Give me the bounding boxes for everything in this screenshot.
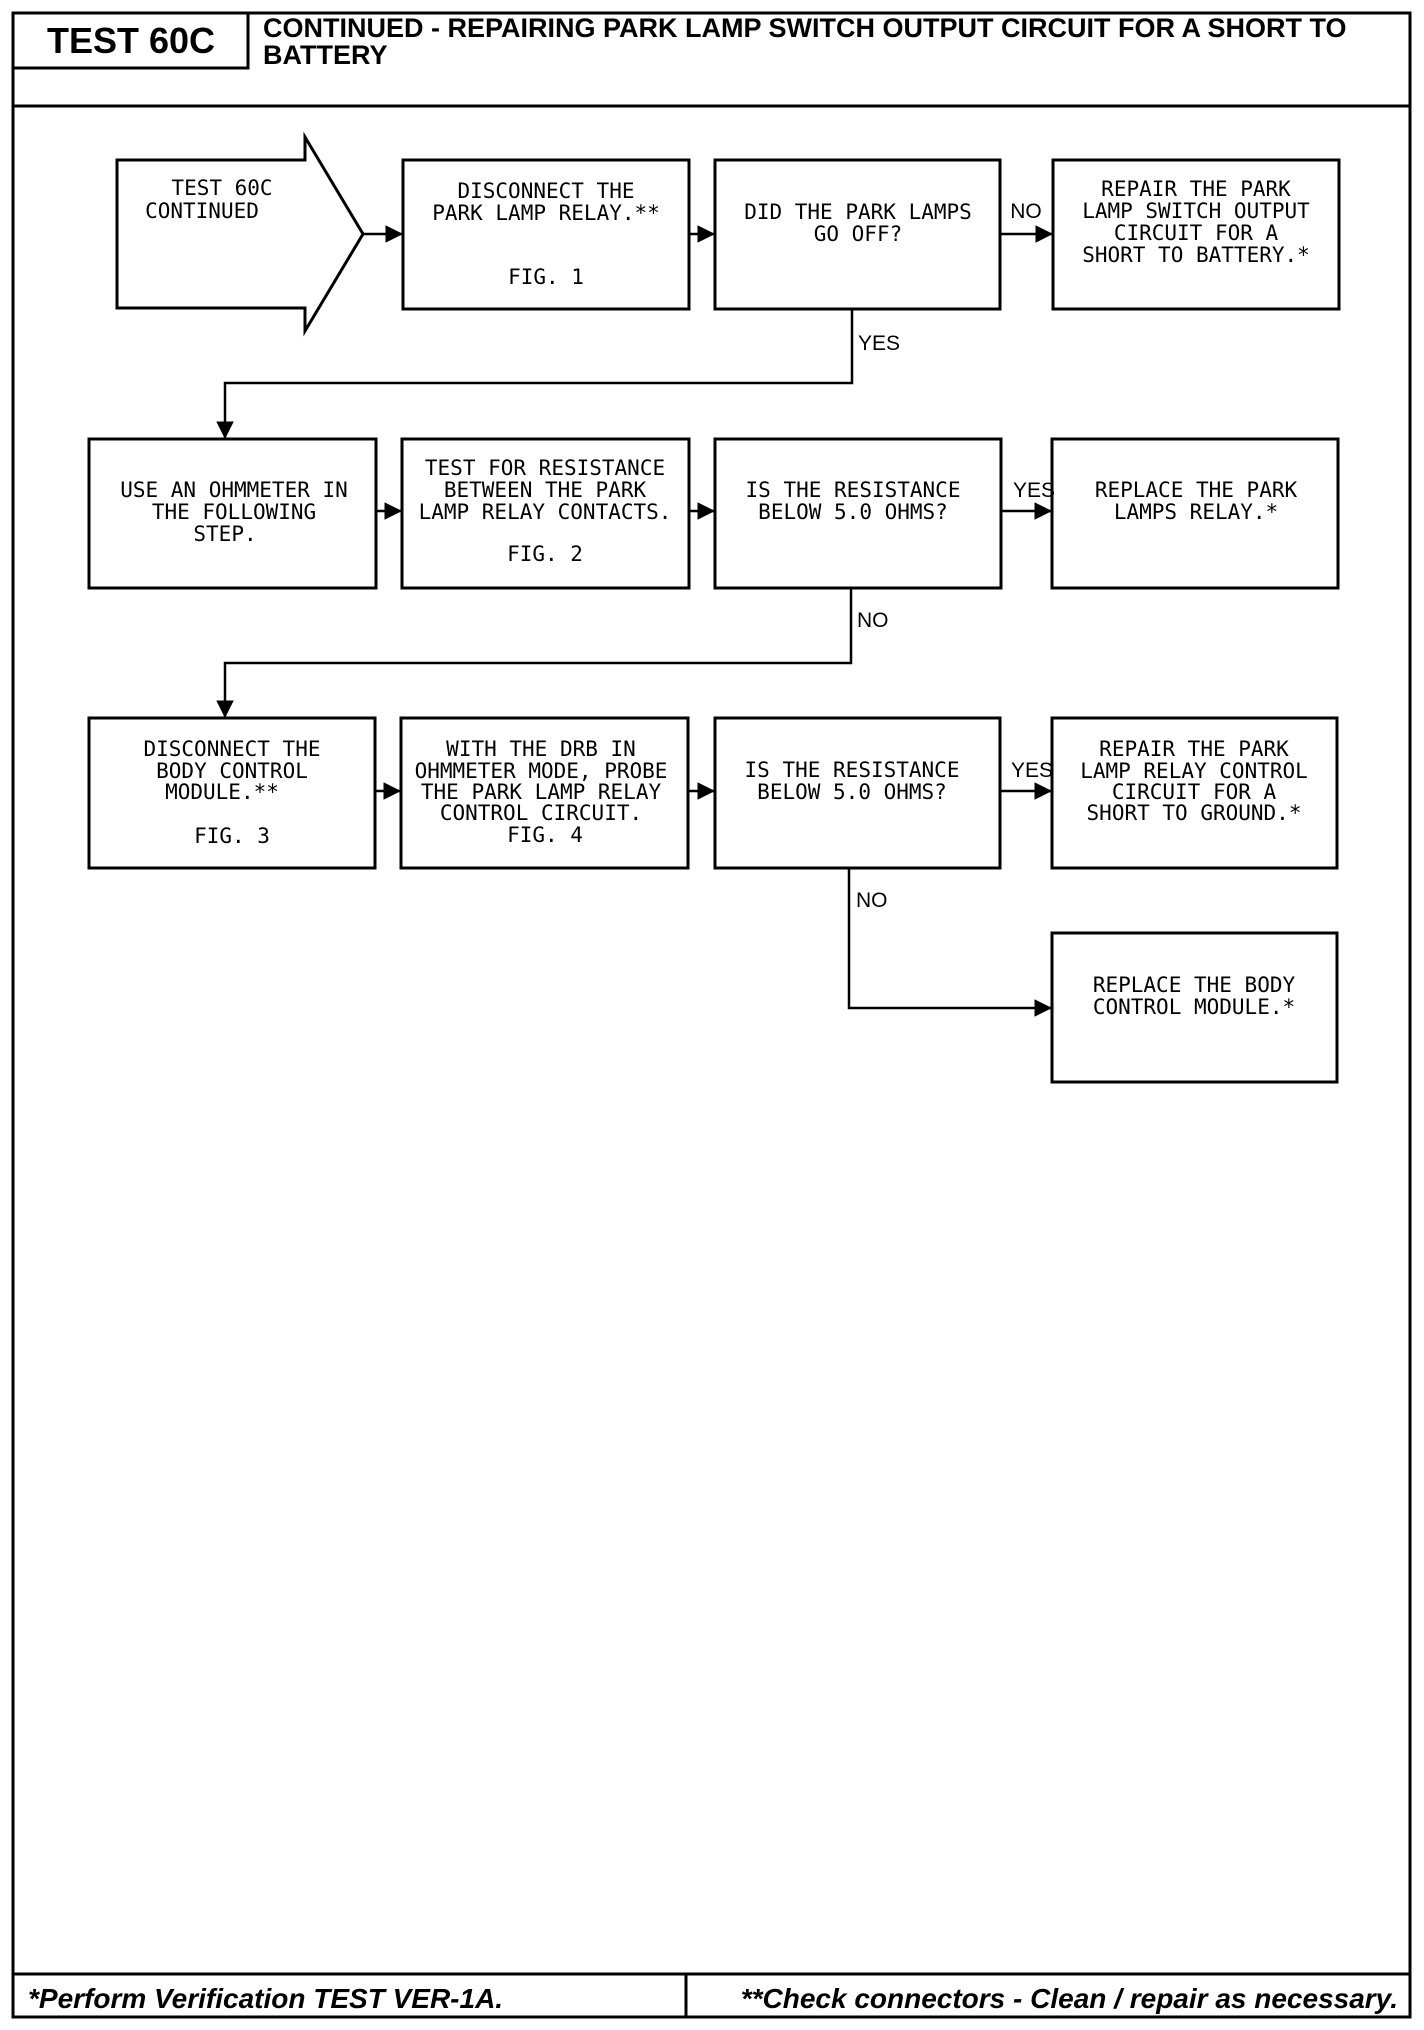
step-replace-relay xyxy=(1050,437,1340,590)
step-test-relay-contacts xyxy=(400,437,691,590)
svg-text:CIRCUIT FOR A: CIRCUIT FOR A xyxy=(1114,221,1279,245)
edge-q1-yes xyxy=(216,309,854,439)
svg-text:LAMP SWITCH OUTPUT: LAMP SWITCH OUTPUT xyxy=(1082,199,1310,223)
svg-text:BELOW 5.0 OHMS?: BELOW 5.0 OHMS? xyxy=(757,780,947,804)
step-replace-relay-text: REPLACE THE PARK LAMPS RELAY.* xyxy=(1095,478,1298,524)
svg-text:IS THE RESISTANCE: IS THE RESISTANCE xyxy=(746,478,961,502)
svg-text:REPAIR THE PARK: REPAIR THE PARK xyxy=(1101,177,1291,201)
edge-label-q3-yes: YES xyxy=(1011,759,1053,782)
edge-label-q1-no: NO xyxy=(1010,200,1042,223)
step-use-ohmmeter xyxy=(87,437,378,590)
svg-text:CONTROL MODULE.*: CONTROL MODULE.* xyxy=(1093,995,1295,1019)
svg-text:CIRCUIT FOR A: CIRCUIT FOR A xyxy=(1112,780,1277,804)
step-repair-switch-output-text: REPAIR THE PARK LAMP SWITCH OUTPUT CIRCU… xyxy=(1082,177,1310,267)
svg-text:REPLACE THE PARK: REPLACE THE PARK xyxy=(1095,478,1298,502)
svg-text:CONTROL CIRCUIT.: CONTROL CIRCUIT. xyxy=(440,801,642,825)
svg-text:SHORT TO GROUND.*: SHORT TO GROUND.* xyxy=(1087,801,1302,825)
svg-text:DISCONNECT THE: DISCONNECT THE xyxy=(457,179,634,203)
footer-left-note: *Perform Verification TEST VER-1A. xyxy=(28,1983,503,2014)
svg-text:REPAIR THE PARK: REPAIR THE PARK xyxy=(1099,737,1289,761)
svg-text:STEP.: STEP. xyxy=(193,522,256,546)
step-replace-bcm xyxy=(1050,931,1339,1084)
edge-label-q1-yes: YES xyxy=(858,332,900,355)
svg-text:TEST 60C: TEST 60C xyxy=(171,176,272,200)
svg-text:OHMMETER MODE, PROBE: OHMMETER MODE, PROBE xyxy=(415,759,668,783)
step-start-text: TEST 60C CONTINUED xyxy=(145,176,272,223)
step-repair-control-ground xyxy=(1050,716,1339,870)
svg-text:GO OFF?: GO OFF? xyxy=(814,222,903,246)
step-use-ohmmeter-text: USE AN OHMMETER IN THE FOLLOWING STEP. xyxy=(120,478,348,546)
svg-text:LAMP RELAY CONTROL: LAMP RELAY CONTROL xyxy=(1080,759,1308,783)
header-title-line-1: CONTINUED - REPAIRING PARK LAMP SWITCH O… xyxy=(263,13,1346,43)
svg-text:LAMPS RELAY.*: LAMPS RELAY.* xyxy=(1114,500,1278,524)
step-replace-bcm-text: REPLACE THE BODY CONTROL MODULE.* xyxy=(1093,973,1296,1019)
edge-q2-no xyxy=(216,588,853,718)
header-test-label: TEST 60C xyxy=(47,20,215,61)
svg-text:DID THE PARK LAMPS: DID THE PARK LAMPS xyxy=(744,200,972,224)
svg-text:BODY CONTROL: BODY CONTROL xyxy=(156,759,308,783)
svg-text:LAMP RELAY CONTACTS.: LAMP RELAY CONTACTS. xyxy=(419,500,672,524)
question-resistance-relay-text: IS THE RESISTANCE BELOW 5.0 OHMS? xyxy=(746,478,961,524)
svg-text:BETWEEN THE PARK: BETWEEN THE PARK xyxy=(444,478,647,502)
edge-q3-no xyxy=(847,868,1052,1017)
footer-right-note: **Check connectors - Clean / repair as n… xyxy=(741,1983,1398,2014)
step-disconnect-relay-text: DISCONNECT THE PARK LAMP RELAY.** FIG. 1 xyxy=(432,179,660,289)
svg-text:FIG. 1: FIG. 1 xyxy=(508,265,584,289)
svg-text:BELOW 5.0 OHMS?: BELOW 5.0 OHMS? xyxy=(758,500,948,524)
step-test-relay-contacts-text: TEST FOR RESISTANCE BETWEEN THE PARK LAM… xyxy=(419,456,672,566)
edge-label-q2-no: NO xyxy=(857,609,889,632)
svg-text:MODULE.**: MODULE.** xyxy=(165,780,279,804)
step-disconnect-bcm-text: DISCONNECT THE BODY CONTROL MODULE.** FI… xyxy=(143,737,320,848)
page-frame xyxy=(11,11,1412,2019)
svg-text:WITH THE DRB IN: WITH THE DRB IN xyxy=(446,737,636,761)
svg-text:REPLACE THE BODY: REPLACE THE BODY xyxy=(1093,973,1296,997)
svg-text:PARK LAMP RELAY.**: PARK LAMP RELAY.** xyxy=(432,201,660,225)
svg-text:FIG. 3: FIG. 3 xyxy=(194,824,270,848)
edge-label-q2-yes: YES xyxy=(1013,479,1055,502)
svg-text:TEST FOR RESISTANCE: TEST FOR RESISTANCE xyxy=(425,456,665,480)
svg-text:DISCONNECT THE: DISCONNECT THE xyxy=(143,737,320,761)
svg-text:THE PARK LAMP RELAY: THE PARK LAMP RELAY xyxy=(421,780,662,804)
question-resistance-relay xyxy=(713,437,1003,590)
step-probe-control-text: WITH THE DRB IN OHMMETER MODE, PROBE THE… xyxy=(415,737,668,847)
header-test-box xyxy=(11,11,250,70)
svg-text:FIG. 4: FIG. 4 xyxy=(507,823,583,847)
step-probe-control xyxy=(399,716,690,870)
svg-text:FIG. 2: FIG. 2 xyxy=(507,542,583,566)
edge-label-q3-no: NO xyxy=(856,889,888,912)
step-repair-control-ground-text: REPAIR THE PARK LAMP RELAY CONTROL CIRCU… xyxy=(1080,737,1308,825)
svg-text:SHORT TO BATTERY.*: SHORT TO BATTERY.* xyxy=(1082,243,1310,267)
svg-text:IS THE RESISTANCE: IS THE RESISTANCE xyxy=(745,758,960,782)
question-resistance-control xyxy=(713,716,1002,870)
step-start-shape xyxy=(115,131,365,337)
svg-text:THE FOLLOWING: THE FOLLOWING xyxy=(152,500,316,524)
header-title-line-2: BATTERY xyxy=(263,40,388,70)
svg-text:CONTINUED: CONTINUED xyxy=(145,199,259,223)
step-disconnect-bcm xyxy=(87,716,377,870)
question-resistance-control-text: IS THE RESISTANCE BELOW 5.0 OHMS? xyxy=(745,758,960,804)
question-lamps-off-text: DID THE PARK LAMPS GO OFF? xyxy=(744,200,972,246)
svg-text:USE AN OHMMETER IN: USE AN OHMMETER IN xyxy=(120,478,348,502)
